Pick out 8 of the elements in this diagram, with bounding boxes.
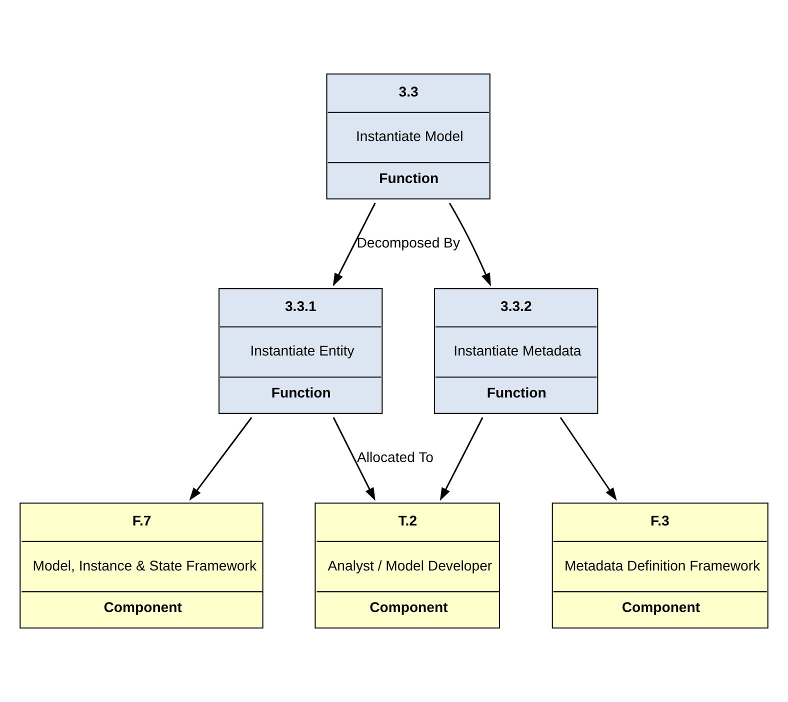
arrow <box>440 417 484 501</box>
edge-label: Decomposed By <box>356 234 460 250</box>
arrow <box>448 202 491 286</box>
arrow <box>332 417 376 501</box>
edge-label: Allocated To <box>357 448 434 465</box>
arrow <box>560 417 617 501</box>
arrow <box>332 202 376 286</box>
arrow <box>189 417 252 501</box>
